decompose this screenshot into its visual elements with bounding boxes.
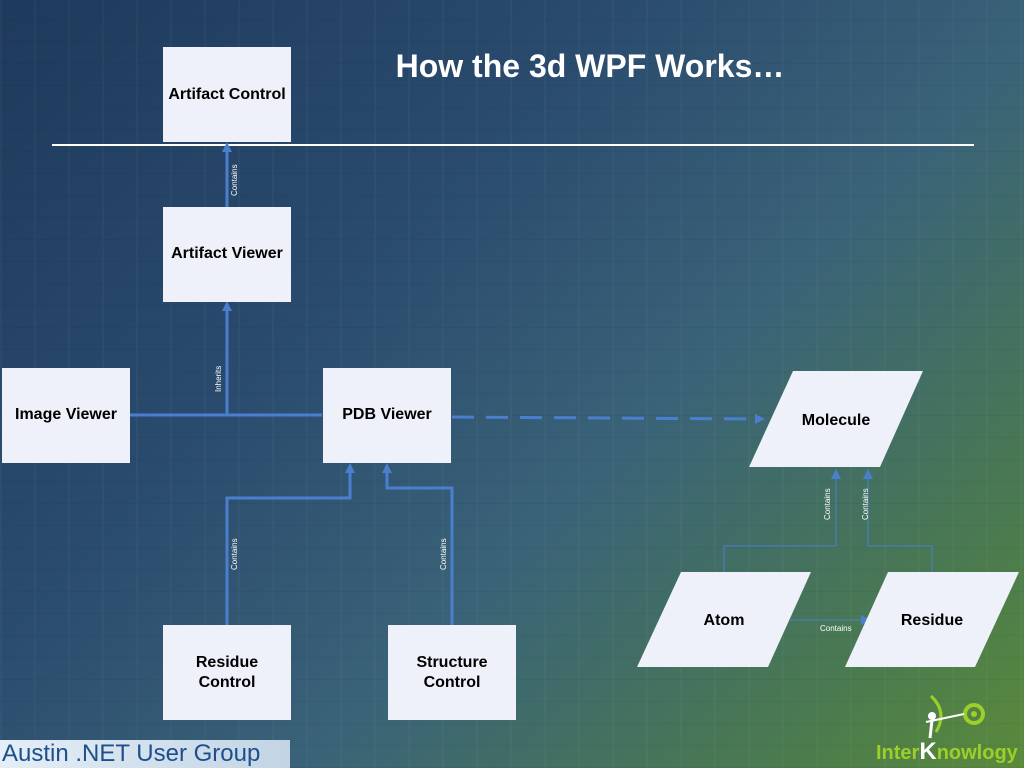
- contains-label-1: Contains: [230, 164, 239, 196]
- molecule-label: Molecule: [802, 412, 871, 429]
- artifact-control-box: Artifact Control: [163, 47, 291, 142]
- logo-wordmark: InterKnowlogy: [876, 738, 1018, 765]
- atom-label: Atom: [704, 612, 745, 629]
- residue-control-label: Residue Control: [195, 653, 259, 691]
- connector-atom-molecule: [723, 469, 841, 572]
- image-viewer-label: Image Viewer: [15, 405, 117, 423]
- interknowlogy-logo: InterKnowlogy: [876, 690, 1024, 768]
- connector-structure-control-pdb: [382, 463, 454, 625]
- atom-shape: [637, 572, 811, 667]
- residue-label: Residue: [901, 612, 963, 629]
- connector-residue-molecule: [863, 469, 933, 572]
- contains-label-3: Contains: [439, 538, 448, 570]
- connector-pdb-molecule: [451, 413, 765, 424]
- structure-control-label: Structure Control: [416, 653, 488, 691]
- connector-residue-control-pdb: [225, 463, 355, 625]
- structure-control-box: Structure Control: [388, 625, 516, 720]
- artifact-viewer-box: Artifact Viewer: [163, 207, 291, 302]
- inherits-label: Inherits: [214, 366, 223, 392]
- footer-group-name: Austin .NET User Group: [2, 740, 261, 767]
- footer-group-banner: Austin .NET User Group: [0, 740, 290, 768]
- contains-label-5: Contains: [861, 488, 870, 520]
- artifact-control-label: Artifact Control: [168, 86, 286, 103]
- residue-control-box: Residue Control: [163, 625, 291, 720]
- contains-label-4: Contains: [823, 488, 832, 520]
- image-viewer-box: Image Viewer: [2, 368, 130, 463]
- divider-line: [52, 144, 974, 146]
- molecule-shape: [749, 371, 923, 467]
- artifact-viewer-label: Artifact Viewer: [171, 244, 283, 262]
- pdb-viewer-label: PDB Viewer: [342, 405, 432, 423]
- contains-label-6: Contains: [820, 624, 852, 633]
- residue-shape: [845, 572, 1019, 667]
- slide-title: How the 3d WPF Works…: [395, 48, 785, 84]
- pdb-viewer-box: PDB Viewer: [323, 368, 451, 463]
- archer-icon: [925, 694, 985, 739]
- contains-label-2: Contains: [230, 538, 239, 570]
